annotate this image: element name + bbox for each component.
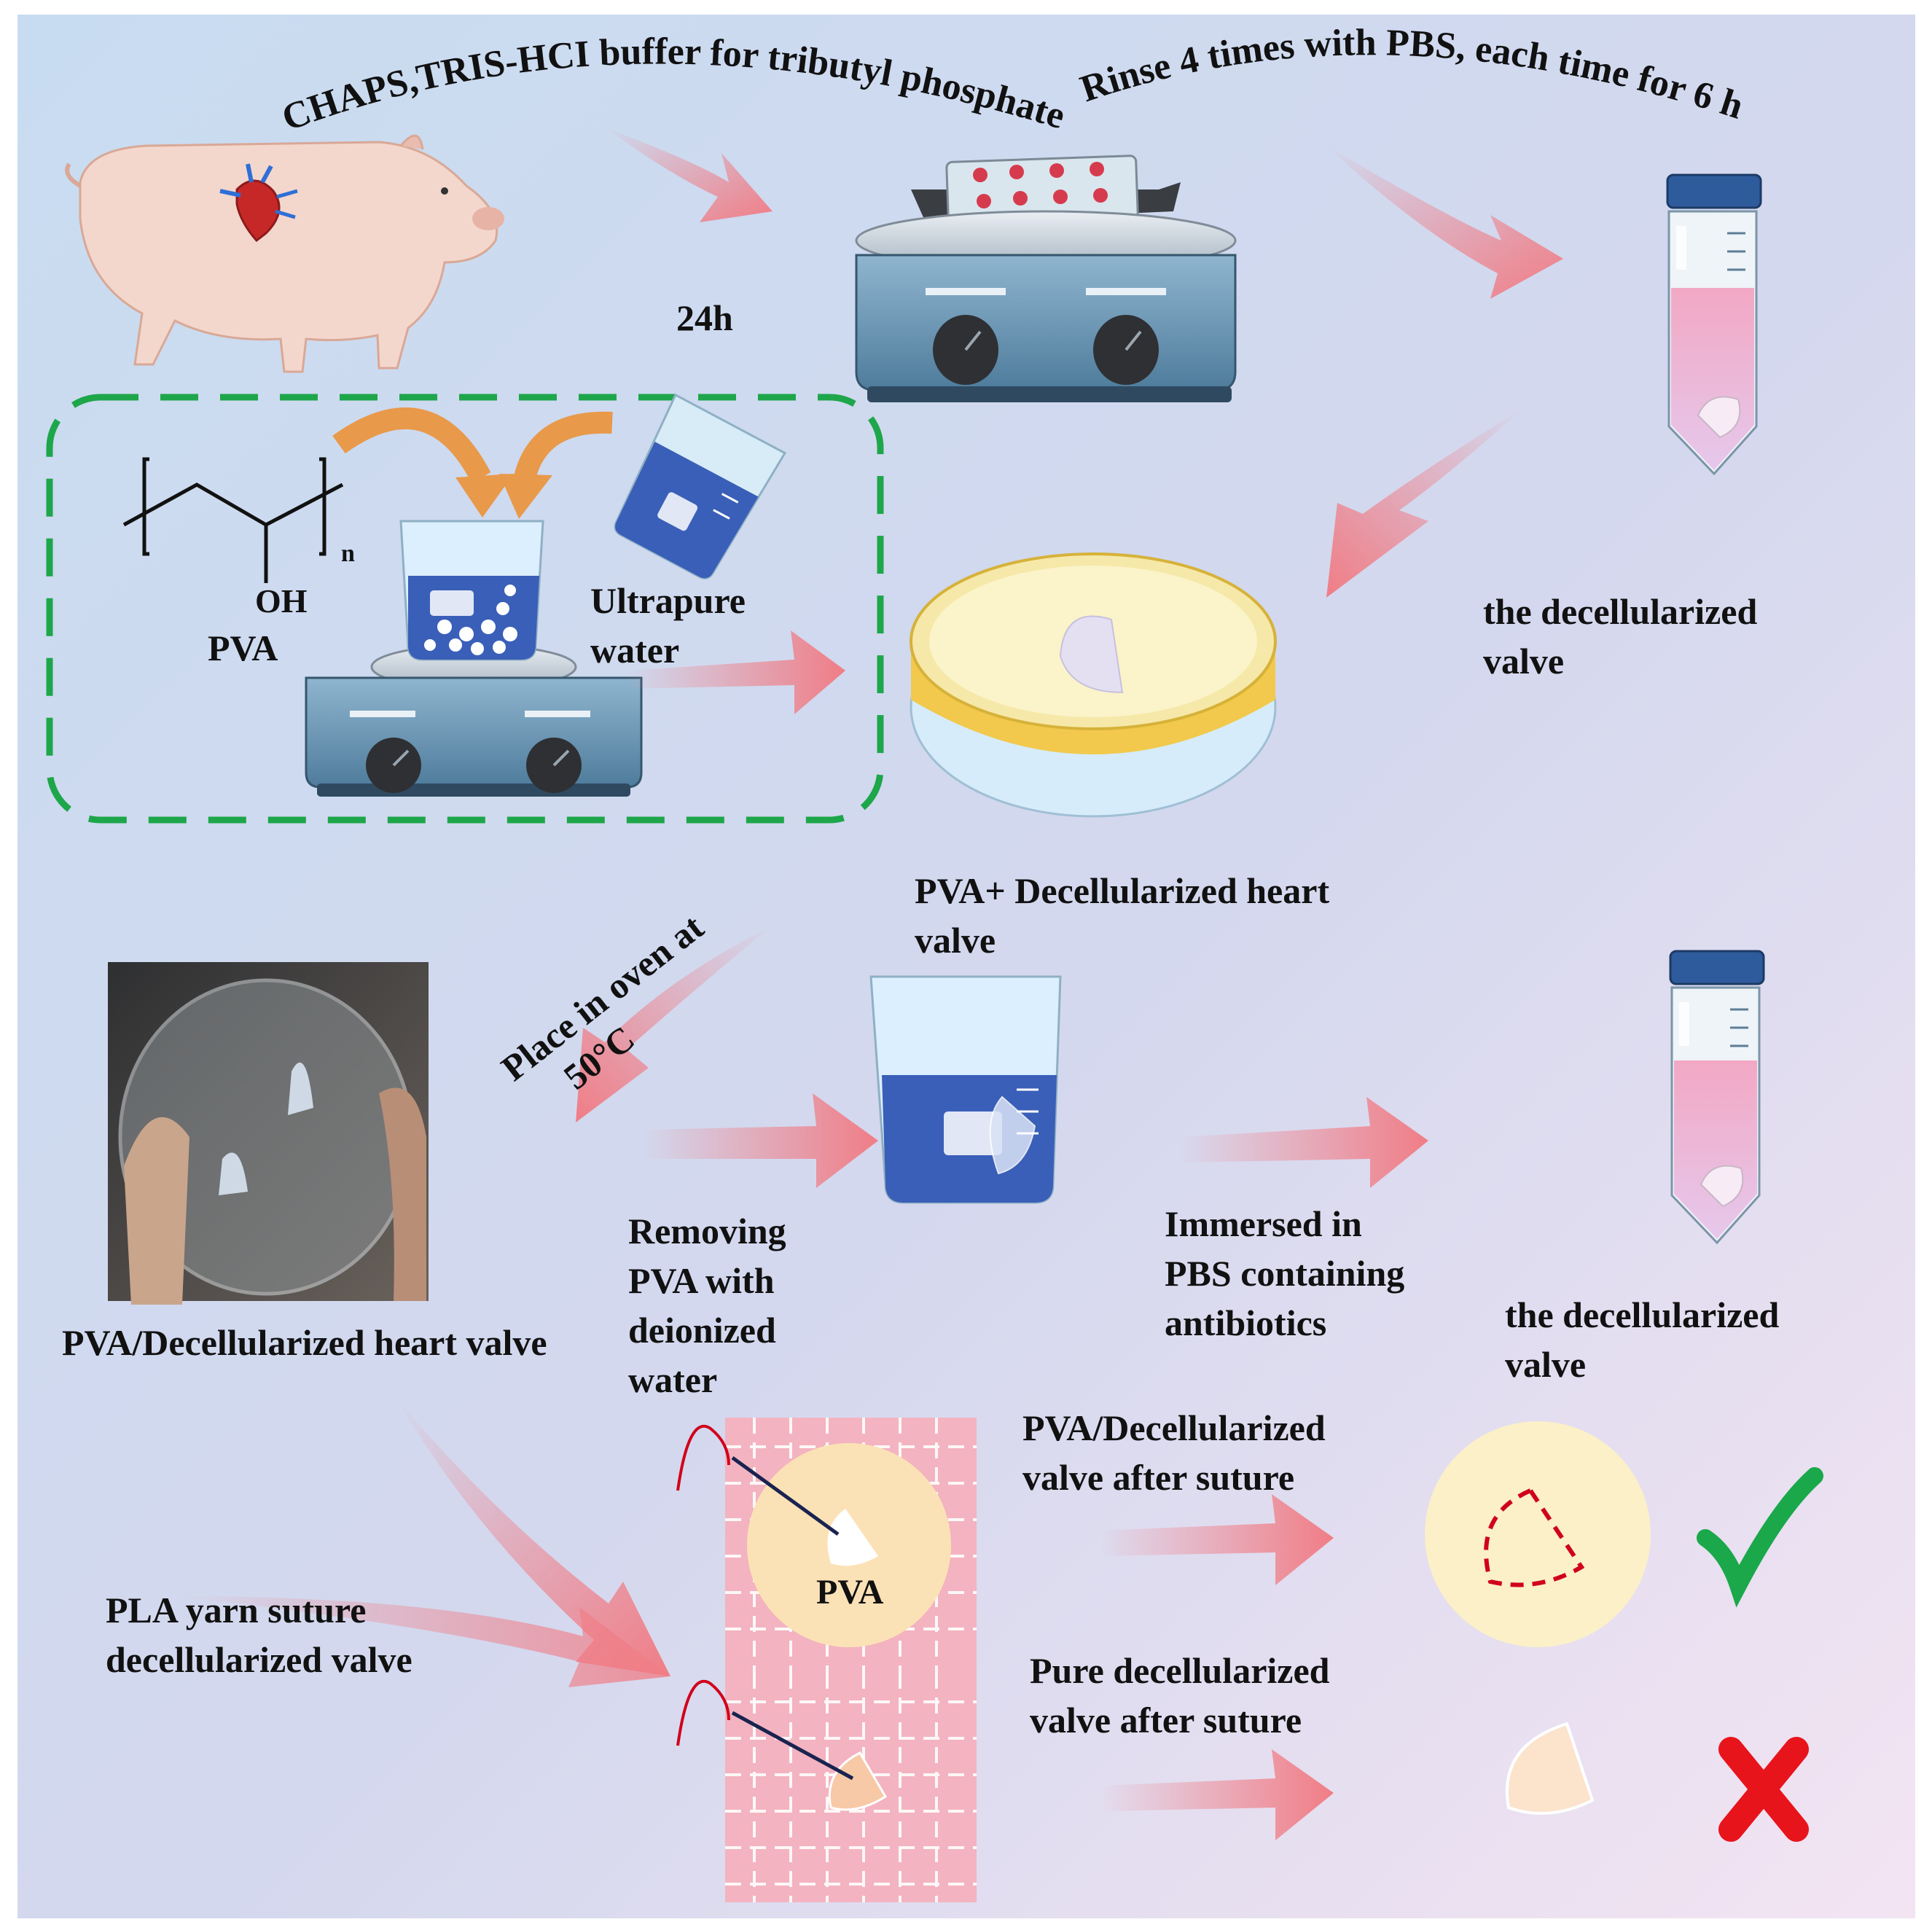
pure-valve-result <box>1505 1722 1595 1815</box>
orange-arrow-1 <box>332 407 491 483</box>
arrow-3 <box>1326 408 1523 598</box>
beaker-icon <box>869 975 1062 1204</box>
ultrapure-label-2: water <box>590 630 680 671</box>
pure-after-label-2: valve after suture <box>1030 1700 1302 1740</box>
ultrapure-label-1: Ultrapure <box>590 580 746 621</box>
arrow-9 <box>175 1596 670 1687</box>
arrow-6 <box>641 1093 878 1188</box>
decell-valve-bottom-label-2: valve <box>1505 1344 1587 1385</box>
pva-preparation-box <box>46 394 884 824</box>
pure-after-label-1: Pure decellularized <box>1030 1650 1330 1691</box>
centrifuge-tube-icon-bottom <box>1669 950 1765 1245</box>
arrow-2 <box>1326 146 1563 299</box>
removing-label-1: Removing <box>628 1211 786 1251</box>
photo-film <box>108 962 429 1305</box>
decell-valve-top-label-2: valve <box>1483 641 1565 681</box>
petri-dish-icon <box>910 552 1277 818</box>
check-icon <box>1697 1467 1823 1608</box>
pla-label-2: decellularized valve <box>106 1639 412 1680</box>
arrow-7 <box>1181 1097 1428 1188</box>
pva-n-subscript: n <box>341 540 355 567</box>
suture-grid-bottom <box>676 1673 977 1902</box>
pla-label-1: PLA yarn suture <box>106 1590 367 1630</box>
pva-decell-heart-valve-label: PVA/Decellularized heart valve <box>62 1322 547 1363</box>
arrow-11 <box>1100 1749 1334 1840</box>
pva-structure <box>122 457 344 583</box>
arrow-8 <box>397 1399 670 1676</box>
pva-oh-label: OH <box>255 582 308 620</box>
suture-grid-top <box>676 1418 977 1673</box>
time-label: 24h <box>676 297 733 338</box>
centrifuge-tube-icon-top <box>1666 173 1762 476</box>
cross-icon <box>1718 1737 1809 1842</box>
pva-disc-result <box>1425 1421 1651 1647</box>
pouring-beaker-icon <box>614 393 787 579</box>
decell-valve-bottom-label-1: the decellularized <box>1505 1294 1780 1335</box>
immersed-label-1: Immersed in <box>1165 1203 1362 1244</box>
removing-label-4: water <box>628 1359 718 1400</box>
pva-plus-label-2: valve <box>915 920 996 961</box>
pig-heart-icon <box>65 134 504 373</box>
arrow-10 <box>1100 1494 1334 1585</box>
pva-name-label: PVA <box>208 628 278 668</box>
shaker-icon <box>855 155 1237 402</box>
removing-label-3: deionized <box>628 1310 776 1351</box>
arrow-5 <box>576 926 773 1122</box>
immersed-label-2: PBS containing <box>1165 1253 1405 1294</box>
pva-grid-label: PVA <box>816 1573 884 1611</box>
pva-after-label-1: PVA/Decellularized <box>1022 1407 1326 1448</box>
arrow-1 <box>605 128 773 222</box>
beaker-on-plate-icon <box>399 520 544 661</box>
removing-label-2: PVA with <box>628 1260 775 1301</box>
decell-valve-top-label-1: the decellularized <box>1483 591 1758 632</box>
pva-plus-label-1: PVA+ Decellularized heart <box>915 870 1330 911</box>
valve-outline-dashed <box>1484 1488 1585 1587</box>
immersed-label-3: antibiotics <box>1165 1302 1327 1343</box>
orange-arrow-2 <box>514 411 613 481</box>
arrow-4 <box>627 630 845 714</box>
pva-after-label-2: valve after suture <box>1022 1457 1295 1498</box>
